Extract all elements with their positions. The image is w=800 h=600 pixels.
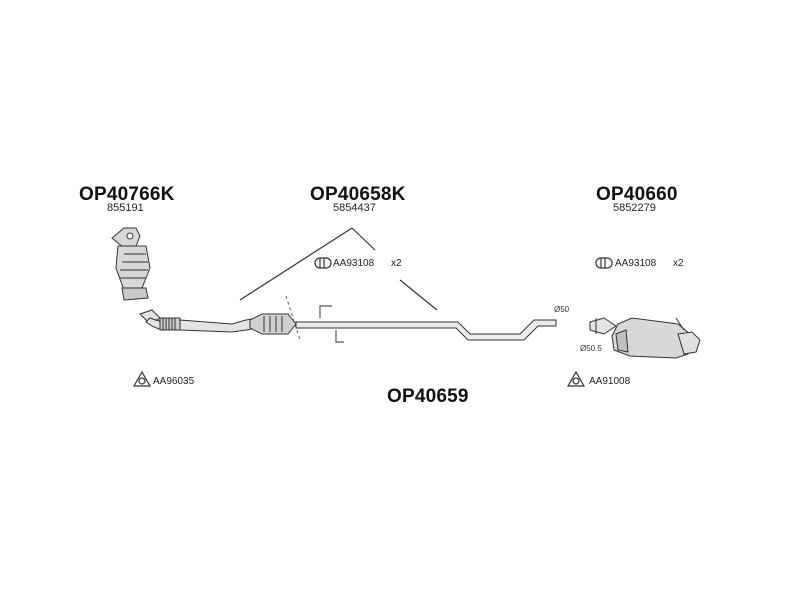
rear-silencer-part-code: OP40660 [596,184,678,205]
middle-pipe [295,319,557,341]
rear-silencer [589,317,701,359]
clamp-cat-code: AA93108 [333,258,375,269]
middle-pipe-hanger [319,305,344,343]
clamp-rear-qty: x2 [673,258,684,269]
catalyst-callout-lines [239,227,438,311]
gasket-icon [566,370,586,387]
front-pipe-part-code: OP40766K [79,184,175,205]
gasket-front-code: AA96035 [153,376,195,387]
catalyst-part-code: OP40658K [310,184,406,205]
clamp-icon [314,257,332,269]
clamp-rear-code: AA93108 [615,258,657,269]
middle-pipe-part-code: OP40659 [387,386,469,407]
pipe-diameter-label: Ø50 [554,305,570,314]
clamp-icon [595,257,613,269]
gasket-rear-code: AA91008 [589,376,631,387]
clamp-cat-qty: x2 [391,258,402,269]
rear-silencer-oem-number: 5852279 [613,202,656,214]
front-pipe [139,309,259,333]
gasket-icon [132,370,152,387]
front-manifold-catalyst [111,227,151,301]
cut-line [285,295,301,341]
catalytic-converter [249,313,297,335]
rear-diameter-label: Ø50.5 [580,344,602,353]
front-pipe-oem-number: 855191 [107,202,144,214]
catalyst-oem-number: 5854437 [333,202,376,214]
